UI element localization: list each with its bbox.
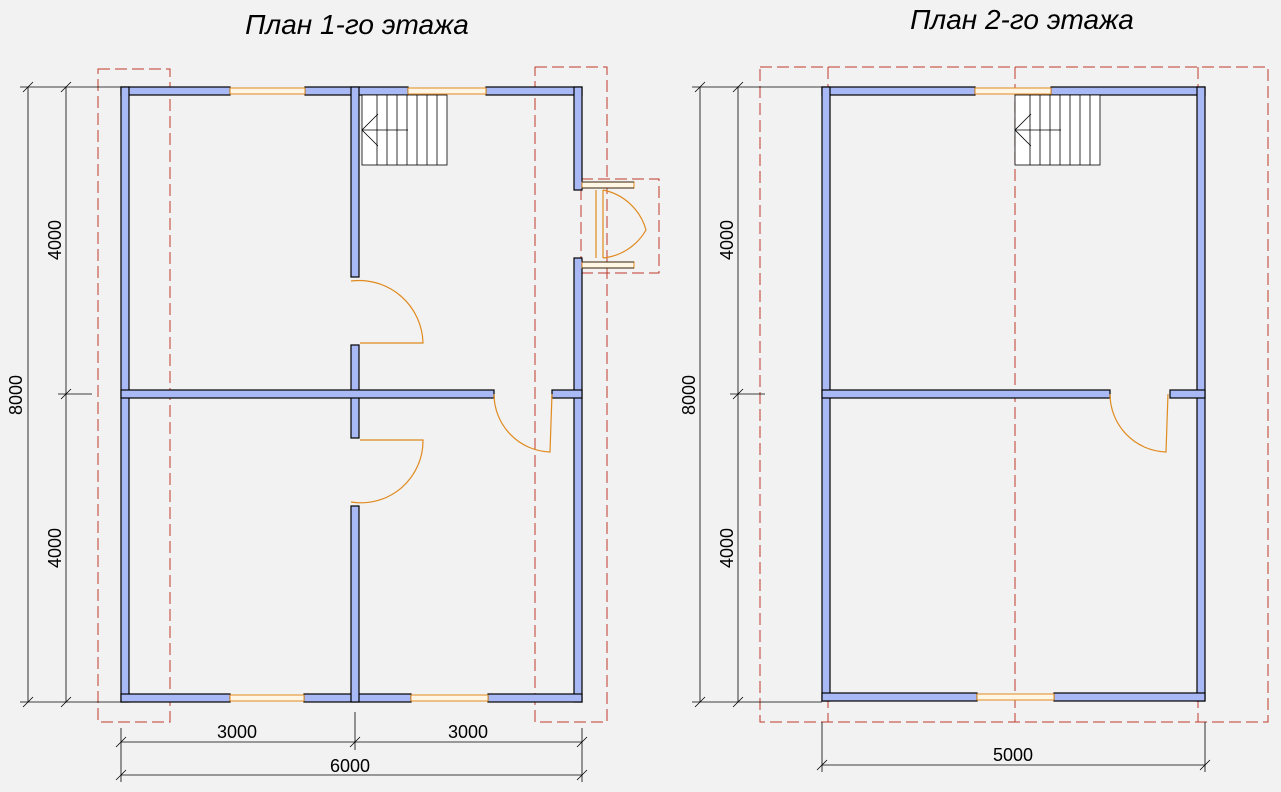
plan1-dim-height-lower: 4000 — [45, 528, 65, 568]
plan1-title: План 1-го этажа — [245, 9, 469, 40]
plan1-windows — [229, 87, 489, 702]
plan2-windows — [974, 87, 1055, 701]
plan-second-floor: План 2-го этажа — [679, 4, 1269, 772]
plan2-horizontal-dimensions — [816, 722, 1211, 772]
plan2-stairs — [1014, 94, 1101, 166]
plan1-dim-width-right: 3000 — [448, 722, 488, 742]
plan2-dim-height-upper: 4000 — [717, 220, 737, 260]
plan1-vertical-dimensions — [20, 81, 121, 708]
plan1-dim-width-total: 6000 — [330, 756, 370, 776]
plan2-interior-walls — [821, 389, 1206, 399]
plan1-dim-width-left: 3000 — [217, 722, 257, 742]
plan2-title: План 2-го этажа — [910, 4, 1134, 35]
plan1-dim-height-total: 8000 — [6, 375, 26, 415]
plan1-horizontal-dimensions — [115, 712, 588, 782]
plan2-doors — [1109, 393, 1169, 453]
plan1-interior-walls — [120, 86, 583, 703]
plan1-doors — [350, 279, 553, 504]
plan-first-floor: План 1-го этажа — [6, 9, 660, 782]
plan2-vertical-dimensions — [692, 81, 822, 708]
plan1-dim-height-upper: 4000 — [45, 220, 65, 260]
plan2-dim-width-total: 5000 — [993, 745, 1033, 765]
plan1-stairs — [361, 94, 448, 166]
plan1-entrance — [581, 181, 647, 269]
plan2-dim-height-total: 8000 — [679, 375, 699, 415]
plan2-dim-height-lower: 4000 — [717, 528, 737, 568]
